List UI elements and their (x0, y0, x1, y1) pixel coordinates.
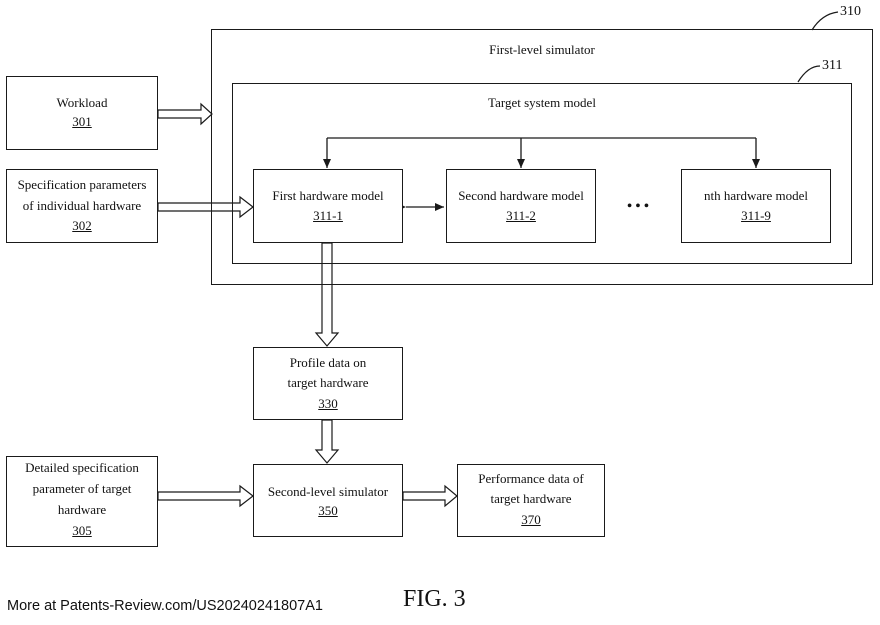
arrow-detailed-to-second (157, 484, 254, 508)
nth-hardware-model-box (681, 169, 831, 243)
arrow-hw1-to-profile (314, 242, 340, 347)
first-hardware-model-label: First hardware model (272, 188, 384, 203)
spec-params-line1: Specification parameters (17, 177, 147, 192)
second-level-simulator-label: Second-level simulator (267, 484, 389, 499)
first-level-simulator-label: First-level simulator (489, 42, 595, 57)
spec-params-line2: of individual hardware (22, 198, 142, 213)
arrow-profile-to-second (314, 419, 340, 464)
arrow-workload-to-simulator (157, 102, 213, 126)
target-system-model-box (232, 83, 852, 264)
ellipsis: • • • (627, 199, 649, 214)
first-level-simulator-box (211, 29, 873, 285)
second-hardware-model-box (446, 169, 596, 243)
detailed-spec-line1: Detailed specification (25, 460, 139, 475)
second-level-simulator-ref: 350 (318, 503, 338, 518)
arrow-second-to-performance (402, 484, 458, 508)
target-system-model-label: Target system model (488, 95, 596, 110)
performance-data-ref: 370 (521, 512, 541, 527)
performance-data-line2: target hardware (490, 491, 572, 506)
nth-hardware-model-label: nth hardware model (704, 188, 808, 203)
detailed-spec-line3: hardware (57, 502, 107, 517)
detailed-spec-ref: 305 (72, 523, 92, 538)
profile-data-ref: 330 (318, 396, 338, 411)
performance-data-line1: Performance data of (478, 471, 584, 486)
detailed-spec-box (6, 456, 158, 547)
workload-box (6, 76, 158, 150)
footer-source-link[interactable]: More at Patents-Review.com/US20240241807… (7, 598, 323, 614)
second-level-simulator-box (253, 464, 403, 537)
performance-data-box (457, 464, 605, 537)
detailed-spec-line2: parameter of target (32, 481, 132, 496)
profile-data-line1: Profile data on (289, 355, 367, 370)
workload-ref: 301 (72, 114, 92, 129)
workload-label: Workload (56, 95, 108, 110)
profile-data-line2: target hardware (287, 375, 369, 390)
second-hardware-model-ref: 311-2 (506, 208, 536, 223)
leader-310 (811, 11, 839, 31)
figure-label: FIG. 3 (403, 586, 466, 612)
ref-310: 310 (840, 4, 861, 19)
profile-data-box (253, 347, 403, 420)
spec-params-ref: 302 (72, 218, 92, 233)
nth-hardware-model-ref: 311-9 (741, 208, 771, 223)
spec-params-box (6, 169, 158, 243)
first-hardware-model-ref: 311-1 (313, 208, 343, 223)
leader-311 (797, 65, 821, 83)
ref-311: 311 (822, 58, 843, 73)
first-hardware-model-box (253, 169, 403, 243)
arrow-spec-to-hw1 (157, 195, 254, 219)
second-hardware-model-label: Second hardware model (458, 188, 584, 203)
